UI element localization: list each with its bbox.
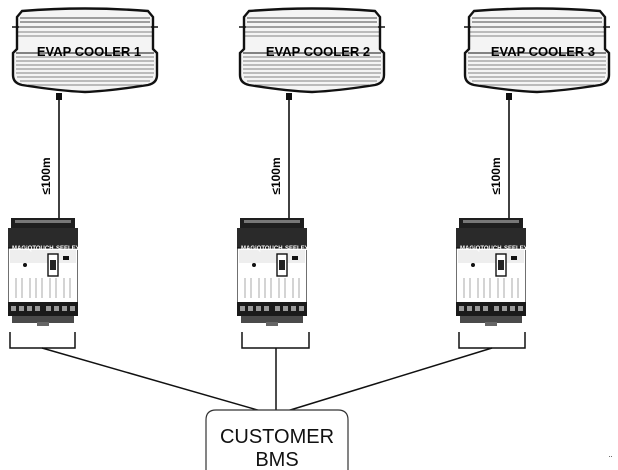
- wire-3-to-bms: [286, 347, 493, 412]
- controller-3: [456, 218, 526, 326]
- cooler-3-connector: [506, 93, 512, 100]
- cooler-column-1: EVAP COOLER 1 ≤100m MAGiQTOUCH SEELEY: [8, 7, 160, 326]
- cooler-column-2: EVAP COOLER 2 ≤100m MAGiQTOUCH SEELEY: [237, 7, 387, 326]
- cooler-2-connector: [286, 93, 292, 100]
- controller-2: [237, 218, 307, 326]
- bms-label-line1: CUSTOMER: [220, 426, 334, 448]
- evap-cooler-3-label: EVAP COOLER 3: [491, 44, 595, 59]
- cooler-1-distance-label: ≤100m: [39, 157, 53, 194]
- wire-1-to-bms: [41, 347, 262, 412]
- controller-1-brand-right: SEELEY: [56, 246, 80, 252]
- cooler-column-3: EVAP COOLER 3 ≤100m MAGiQTOUCH SEELEY: [456, 7, 612, 326]
- evap-cooler-1-label: EVAP COOLER 1: [37, 44, 141, 59]
- controller-3-brand-right: SEELEY: [504, 246, 528, 252]
- cooler-2-distance-label: ≤100m: [269, 157, 283, 194]
- bracket-1: [9, 332, 76, 349]
- cooler-1-connector: [56, 93, 62, 100]
- controller-brackets: [9, 332, 526, 349]
- bracket-3: [458, 332, 526, 349]
- bracket-2: [241, 332, 310, 349]
- controller-2-brand-right: SEELEY: [285, 246, 309, 252]
- customer-bms-box: [205, 409, 349, 470]
- corner-mark: ¨: [609, 455, 612, 466]
- evap-cooler-2-label: EVAP COOLER 2: [266, 44, 370, 59]
- cooler-3-distance-label: ≤100m: [489, 157, 503, 194]
- bms-label-line2: BMS: [255, 449, 298, 470]
- controller-1: [8, 218, 78, 326]
- controller-2-brand: MAGiQTOUCH: [241, 246, 283, 252]
- controller-1-brand: MAGiQTOUCH: [12, 246, 54, 252]
- controller-3-brand: MAGiQTOUCH: [460, 246, 502, 252]
- bms-wires: [41, 347, 493, 412]
